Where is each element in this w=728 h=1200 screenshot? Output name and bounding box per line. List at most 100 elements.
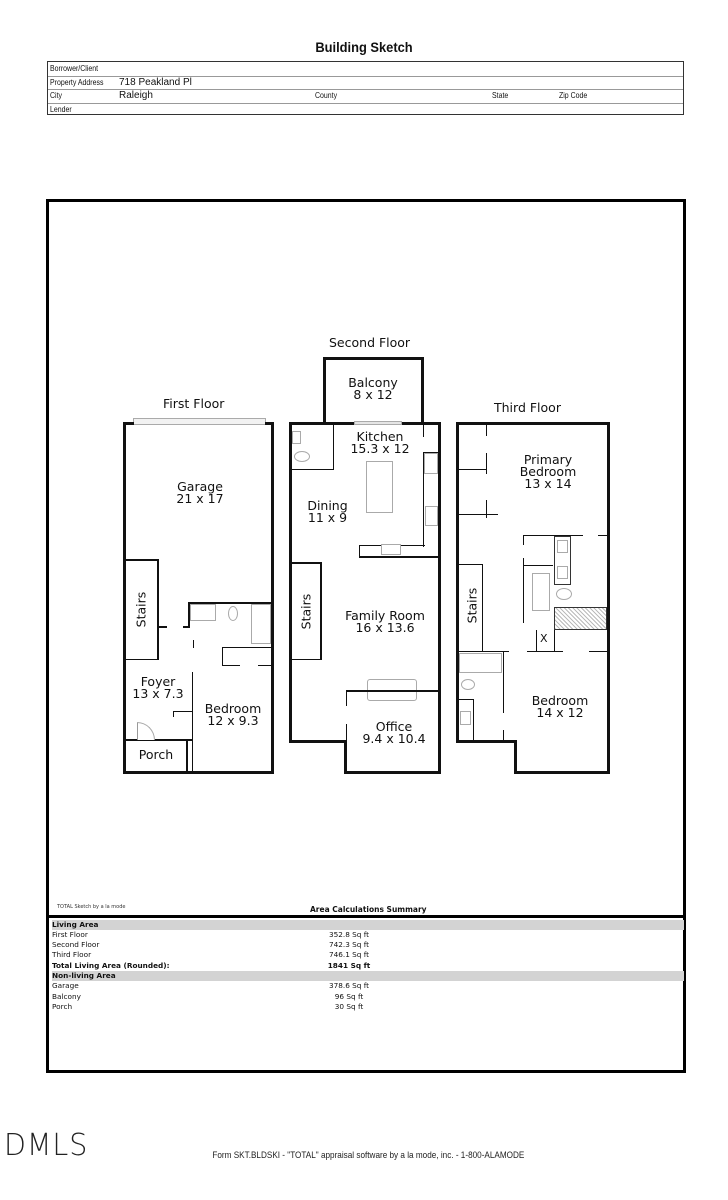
wall — [486, 453, 487, 474]
wall — [188, 602, 190, 628]
toilet — [461, 679, 475, 690]
wall — [157, 559, 159, 659]
county-label: County — [315, 90, 338, 100]
wall — [456, 740, 516, 743]
wall — [123, 659, 159, 660]
wall — [271, 422, 274, 774]
wall — [222, 665, 240, 666]
borrower-row: Borrower/Client — [48, 62, 683, 77]
sliding-door — [354, 421, 402, 425]
second-floor-label: Second Floor — [329, 335, 411, 350]
wall — [346, 690, 347, 706]
state-label: State — [492, 90, 509, 100]
wall — [323, 357, 424, 360]
wall — [173, 711, 193, 712]
wall — [346, 724, 347, 742]
refrigerator — [424, 453, 438, 474]
wall — [598, 535, 607, 536]
kitchen-island — [366, 461, 393, 513]
borrower-label: Borrower/Client — [50, 63, 99, 73]
stairs-label: Stairs — [298, 593, 314, 630]
wall — [523, 535, 524, 545]
wall — [292, 469, 334, 470]
wall — [514, 740, 517, 774]
wall — [333, 428, 334, 470]
nonliving-area-header: Non-living Area — [52, 971, 684, 981]
property-info-table: Borrower/Client Property Address 718 Pea… — [47, 61, 684, 115]
third-floor-label: Third Floor — [494, 400, 561, 415]
page-title: Building Sketch — [315, 39, 413, 55]
wall — [523, 558, 524, 623]
city-row: City Raleigh County State Zip Code — [48, 89, 683, 104]
toilet — [294, 451, 310, 462]
wall — [346, 690, 441, 692]
address-row: Property Address 718 Peakland Pl — [48, 76, 683, 90]
wall — [344, 740, 347, 774]
wall — [292, 562, 322, 564]
wall — [188, 602, 274, 604]
wall — [421, 357, 424, 424]
summary-divider — [47, 915, 685, 918]
wall — [359, 545, 360, 557]
wall — [589, 651, 607, 652]
sink — [557, 540, 568, 553]
wall — [459, 564, 483, 565]
cooktop — [425, 506, 438, 526]
tub — [532, 573, 550, 611]
city-label: City — [50, 90, 63, 100]
first-floor-label: First Floor — [163, 396, 225, 411]
wall — [527, 651, 563, 652]
toilet — [556, 588, 572, 600]
wall — [183, 626, 190, 628]
wall — [459, 699, 473, 700]
wall — [289, 422, 292, 742]
wall — [186, 739, 188, 774]
powder-sink — [292, 431, 301, 444]
wall — [292, 659, 322, 660]
wall — [344, 771, 441, 774]
wall — [320, 562, 322, 660]
dmls-watermark-logo: DMLS — [4, 1128, 89, 1163]
lender-row: Lender — [48, 103, 683, 117]
sink — [460, 711, 471, 725]
wall — [222, 647, 274, 648]
wall — [456, 422, 459, 742]
wall — [473, 699, 474, 741]
wall — [456, 422, 610, 425]
summary-title: Area Calculations Summary — [310, 905, 427, 914]
wall — [459, 651, 509, 652]
city-value: Raleigh — [119, 90, 153, 101]
wall — [486, 425, 487, 436]
kitchen-sink — [381, 544, 401, 555]
wall — [482, 564, 483, 652]
garage-door — [133, 418, 266, 425]
wall — [423, 452, 424, 547]
sketch-frame — [46, 199, 686, 1073]
wall — [123, 771, 274, 774]
zip-label: Zip Code — [559, 90, 588, 100]
wall — [289, 740, 346, 743]
closet-mark: X — [540, 632, 548, 645]
toilet — [228, 606, 238, 621]
wall — [523, 565, 553, 566]
bathtub — [251, 604, 271, 644]
wall — [123, 559, 159, 561]
shower — [554, 607, 607, 630]
wall — [123, 422, 134, 425]
wall — [438, 422, 441, 774]
wall — [523, 535, 583, 536]
wall — [459, 469, 487, 470]
wall — [514, 771, 610, 774]
wall — [423, 425, 424, 437]
wall — [173, 711, 174, 717]
stairs-label: Stairs — [464, 587, 480, 624]
